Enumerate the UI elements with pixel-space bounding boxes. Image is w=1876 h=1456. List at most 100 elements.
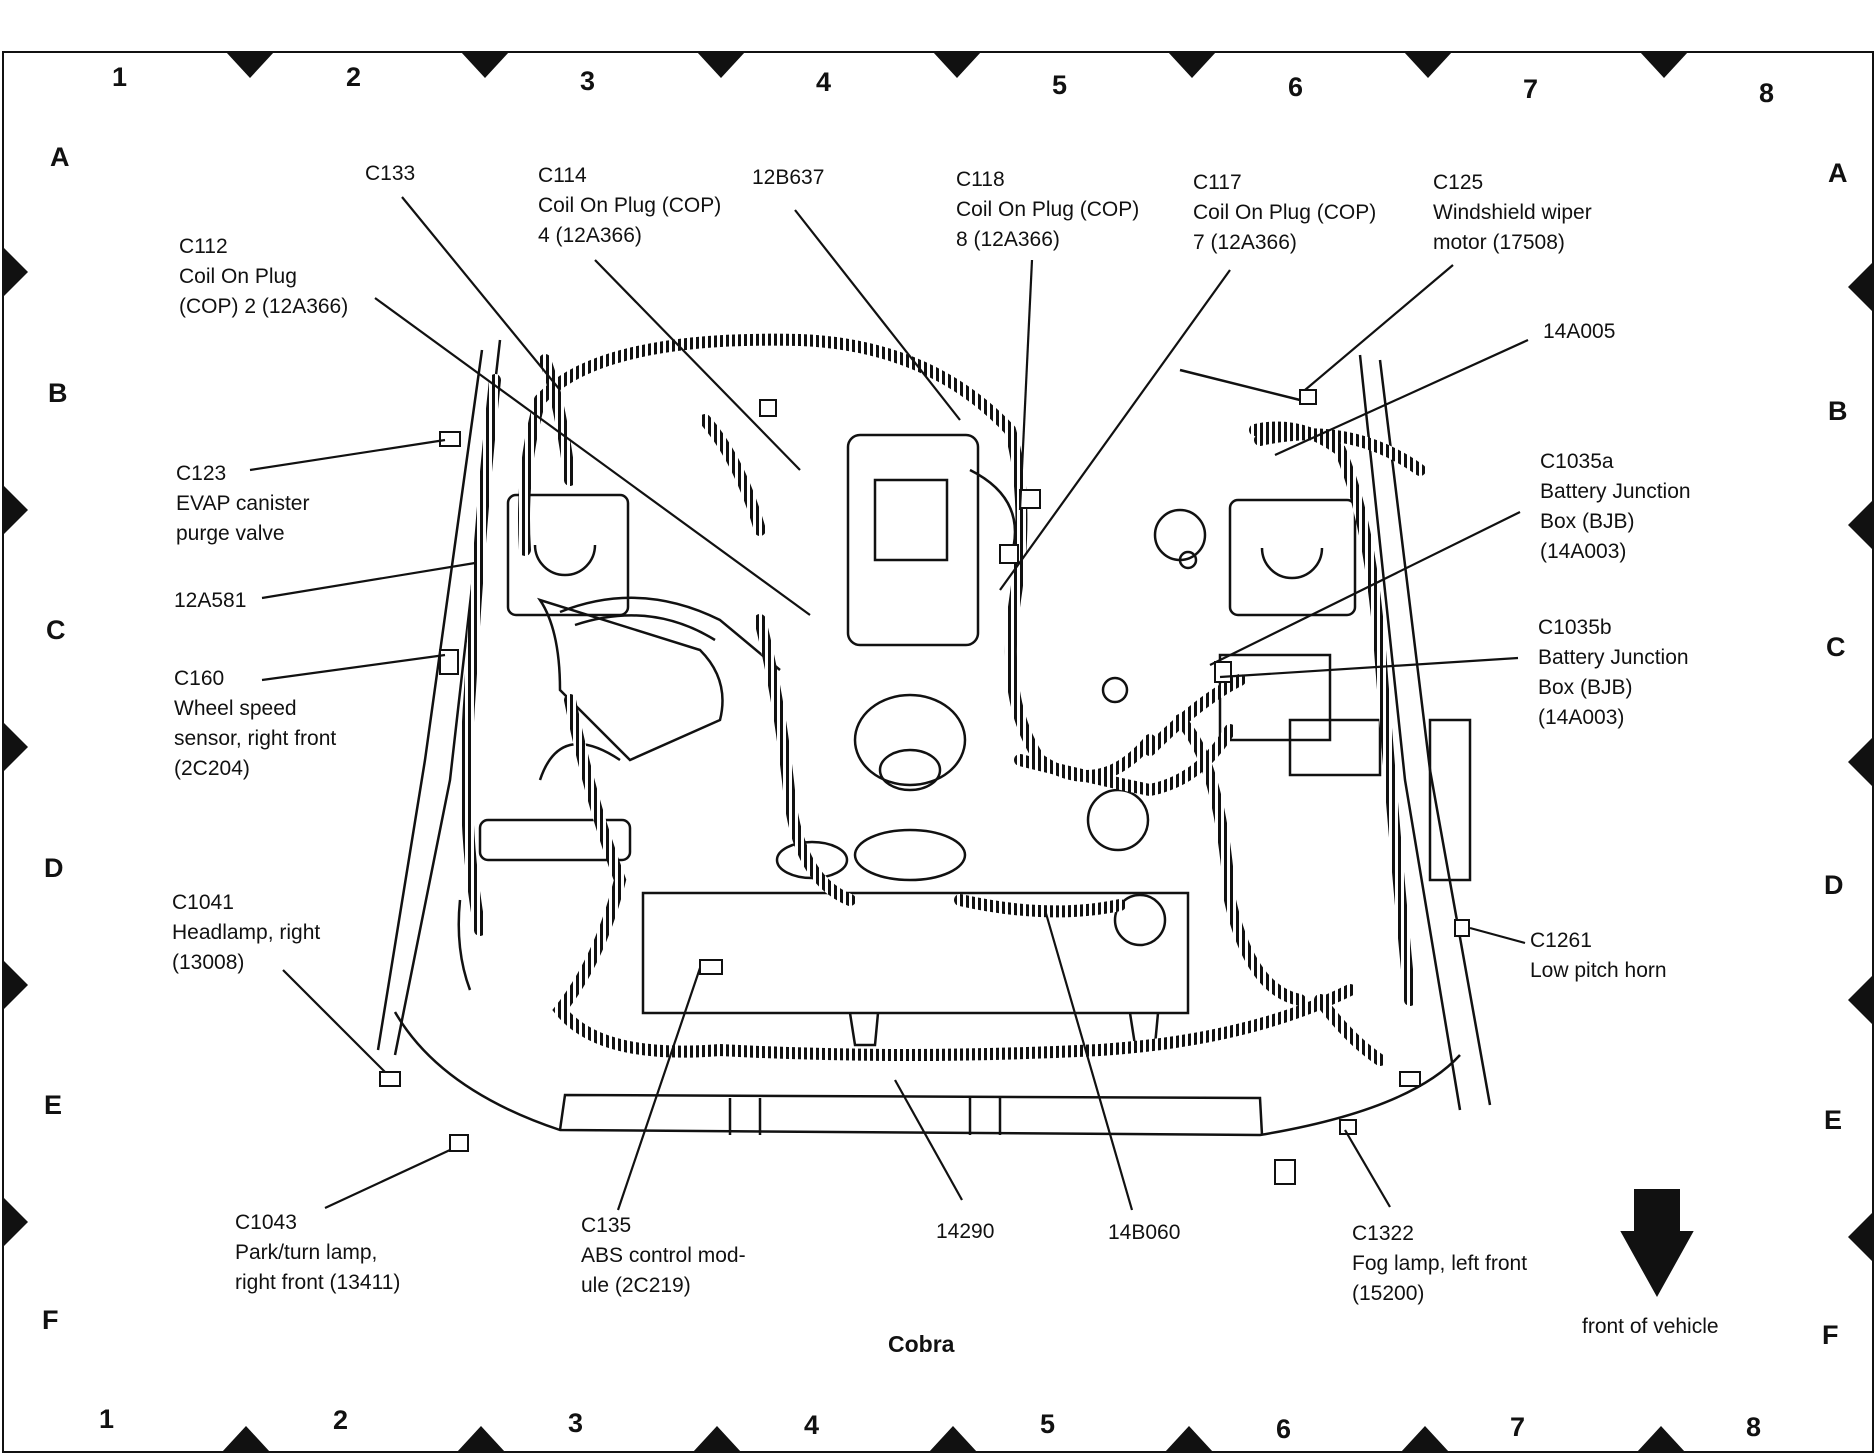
- callout-c1035a-line-4: (14A003): [1540, 540, 1627, 563]
- callout-14290-line-1: 14290: [936, 1220, 995, 1243]
- grid-row-left-e: E: [44, 1090, 63, 1120]
- callout-c125: C125 Windshield wiper motor (17508): [1433, 168, 1592, 258]
- grid-row-left-c: C: [46, 615, 66, 645]
- leader-14290: [894, 1079, 963, 1201]
- callout-c135-line-2: ABS control mod-: [581, 1244, 746, 1267]
- leader-12b637: [794, 209, 961, 421]
- callout-c1041-line-2: Headlamp, right: [172, 921, 321, 944]
- callout-c1043-line-1: C1043: [235, 1211, 297, 1234]
- grid-row-right-e: E: [1824, 1105, 1843, 1135]
- callout-c117: C117 Coil On Plug (COP) 7 (12A366): [1193, 168, 1376, 258]
- grid-col-bottom-6: 6: [1276, 1414, 1292, 1444]
- grid-col-top-4: 4: [816, 67, 832, 97]
- callout-c118-line-2: Coil On Plug (COP): [956, 198, 1140, 221]
- callout-c1322-line-2: Fog lamp, left front: [1352, 1252, 1528, 1275]
- callout-12a581: 12A581: [174, 586, 246, 616]
- leader-14a005: [1274, 338, 1529, 457]
- leader-c1035a: [1209, 511, 1521, 666]
- callout-c133-line-1: C133: [365, 162, 416, 185]
- grid-row-right-c: C: [1826, 632, 1846, 662]
- leader-c1043: [324, 1149, 451, 1209]
- callout-14290: 14290: [936, 1217, 994, 1247]
- leader-c117: [999, 269, 1231, 591]
- callout-c135-line-1: C135: [581, 1214, 632, 1237]
- callout-c123: C123 EVAP canister purge valve: [176, 459, 309, 549]
- callout-c1043: C1043 Park/turn lamp, right front (13411…: [235, 1208, 400, 1298]
- grid-row-right-d: D: [1824, 870, 1844, 900]
- callout-c1041-line-3: (13008): [172, 951, 245, 974]
- leader-lines: [249, 196, 1529, 1211]
- leader-c112: [374, 297, 811, 616]
- callout-c118-line-1: C118: [956, 168, 1005, 191]
- grid-row-left-f: F: [42, 1305, 59, 1335]
- callout-c1261-line-2: Low pitch horn: [1530, 959, 1667, 982]
- callout-c112-line-2: Coil On Plug: [179, 265, 297, 288]
- grid-row-right-a: A: [1828, 158, 1848, 188]
- grid-col-top-1: 1: [112, 62, 128, 92]
- callout-12a581-line-1: 12A581: [174, 589, 247, 612]
- left-zone-markers: [3, 247, 28, 1247]
- grid-col-top-8: 8: [1759, 78, 1775, 108]
- callout-c112-line-1: C112: [179, 235, 228, 258]
- callout-c1041: C1041 Headlamp, right (13008): [172, 888, 320, 978]
- callout-c160-line-2: Wheel speed: [174, 697, 297, 720]
- callout-c133: C133: [365, 159, 415, 189]
- callout-c112: C112 Coil On Plug (COP) 2 (12A366): [179, 232, 348, 322]
- callout-14b060-line-1: 14B060: [1108, 1221, 1181, 1244]
- leader-c123: [249, 438, 446, 472]
- leader-c118: [1018, 259, 1034, 511]
- diagram-caption: Cobra: [888, 1331, 955, 1357]
- callout-c1035a: C1035a Battery Junction Box (BJB) (14A00…: [1540, 447, 1691, 567]
- callout-14a005: 14A005: [1543, 317, 1615, 347]
- grid-col-bottom-5: 5: [1040, 1409, 1056, 1439]
- callout-c1035b-line-3: Box (BJB): [1538, 676, 1633, 699]
- callout-c1035b-line-4: (14A003): [1538, 706, 1625, 729]
- front-of-vehicle-arrow: [1620, 1189, 1694, 1298]
- callout-c117-line-3: 7 (12A366): [1193, 231, 1297, 254]
- grid-col-bottom-2: 2: [333, 1405, 349, 1435]
- callout-c114-line-1: C114: [538, 164, 587, 187]
- callout-c160-line-3: sensor, right front: [174, 727, 337, 750]
- callout-c1261: C1261 Low pitch horn: [1530, 926, 1667, 986]
- callout-c135: C135 ABS control mod- ule (2C219): [581, 1211, 746, 1301]
- grid-col-bottom-7: 7: [1510, 1412, 1526, 1442]
- callout-c118-line-3: 8 (12A366): [956, 228, 1060, 251]
- leader-c114: [594, 259, 801, 471]
- engine-bay-outline: [376, 339, 1492, 1137]
- callout-c1043-line-3: right front (13411): [235, 1271, 401, 1294]
- leader-12a581: [261, 561, 476, 600]
- grid-col-top-2: 2: [346, 62, 362, 92]
- grid-col-top-6: 6: [1288, 72, 1304, 102]
- callout-c135-line-3: ule (2C219): [581, 1274, 691, 1297]
- leader-c1041: [282, 969, 386, 1073]
- grid-col-top-7: 7: [1523, 74, 1539, 104]
- grid-col-bottom-1: 1: [99, 1404, 115, 1434]
- connectors: [379, 389, 1470, 1185]
- grid-row-right-b: B: [1828, 396, 1848, 426]
- callout-c118: C118 Coil On Plug (COP) 8 (12A366): [956, 165, 1139, 255]
- callout-c1322-line-1: C1322: [1352, 1222, 1414, 1245]
- grid-row-left-b: B: [48, 378, 68, 408]
- callout-c114-line-2: Coil On Plug (COP): [538, 194, 722, 217]
- leader-c1035b: [1219, 656, 1519, 679]
- callout-c1035b-line-2: Battery Junction: [1538, 646, 1689, 669]
- grid-col-bottom-8: 8: [1746, 1412, 1762, 1442]
- leader-14b060: [1043, 909, 1134, 1211]
- callout-c160-line-4: (2C204): [174, 757, 250, 780]
- callout-c160: C160 Wheel speed sensor, right front (2C…: [174, 664, 336, 784]
- leader-c1261: [1469, 926, 1526, 945]
- grid-col-top-3: 3: [580, 66, 596, 96]
- callout-12b637: 12B637: [752, 163, 824, 193]
- callout-c125-line-1: C125: [1433, 171, 1484, 194]
- top-zone-markers: [226, 52, 1688, 78]
- callout-c1261-line-1: C1261: [1530, 929, 1592, 952]
- callout-14b060: 14B060: [1108, 1218, 1180, 1248]
- callout-c1322: C1322 Fog lamp, left front (15200): [1352, 1219, 1527, 1309]
- callout-12b637-line-1: 12B637: [752, 166, 825, 189]
- callout-c112-line-3: (COP) 2 (12A366): [179, 295, 349, 318]
- callout-c1035b: C1035b Battery Junction Box (BJB) (14A00…: [1538, 613, 1689, 733]
- leader-c133: [401, 196, 561, 391]
- callout-c123-line-1: C123: [176, 462, 227, 485]
- callout-c114: C114 Coil On Plug (COP) 4 (12A366): [538, 161, 721, 251]
